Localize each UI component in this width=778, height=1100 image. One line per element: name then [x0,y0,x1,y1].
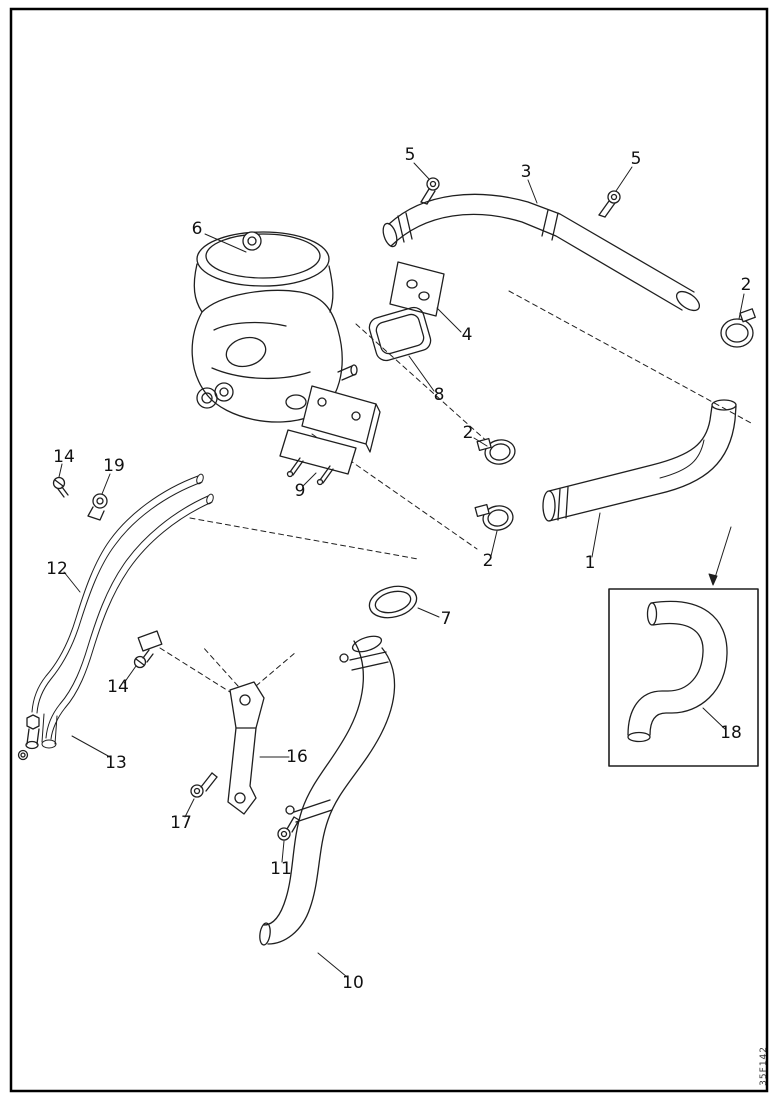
callout-leader-lines [58,162,745,978]
callout-labels: 5 3 5 6 2 4 8 2 14 19 9 2 1 12 7 14 18 1… [46,145,751,993]
callout-13: 13 [105,753,127,773]
screw-14-upper [52,476,69,498]
screw-14-lower [133,649,154,669]
callout-19: 19 [103,456,125,476]
cap-screw-17 [190,772,218,798]
oil-line-13 [41,493,214,749]
callout-7: 7 [441,609,452,629]
callout-12: 12 [46,559,68,579]
oil-line-12 [31,473,204,714]
callout-1: 1 [585,553,596,573]
callout-4: 4 [462,325,473,345]
hose-clamp-2-lower [474,503,514,531]
hose-clamp-2-right [720,308,756,348]
callout-3: 3 [521,162,532,182]
callout-14b: 14 [107,677,129,697]
cap-screw-11 [277,816,300,841]
cap-screw-5-right [598,190,621,218]
callout-6: 6 [192,219,203,239]
assembly-alignment-lines [159,290,752,693]
bracket-4 [389,261,445,317]
hose-1 [542,399,737,522]
callout-8: 8 [434,385,445,405]
line-end-fitting [17,714,40,761]
callout-10: 10 [342,973,364,993]
hose-clamp-2-upper [476,437,516,465]
callout-2b: 2 [463,423,474,443]
callout-11: 11 [270,859,292,879]
bracket-16 [227,681,265,815]
water-pump-assembly-6 [191,231,381,486]
callout-14a: 14 [53,447,75,467]
seal-ring-7 [368,585,418,619]
hose-10 [259,635,396,946]
tube-part-3 [382,193,701,312]
gasket-8 [368,306,432,362]
callout-5a: 5 [405,145,416,165]
callout-18: 18 [720,723,742,743]
callout-16: 16 [286,747,308,767]
inset-pointer-arrow [708,526,732,586]
cap-screw-5-left [420,177,440,205]
figure-code: 35F142 [759,1046,769,1086]
line-clip [137,630,163,652]
inset-box-18 [608,588,759,767]
callout-5b: 5 [631,149,642,169]
callout-17: 17 [170,813,192,833]
page-frame [9,7,769,1093]
pump-mount-plate [279,429,357,475]
callout-9: 9 [295,481,306,501]
callout-2c: 2 [483,551,494,571]
clamp-19 [87,493,108,521]
callout-2a: 2 [741,275,752,295]
